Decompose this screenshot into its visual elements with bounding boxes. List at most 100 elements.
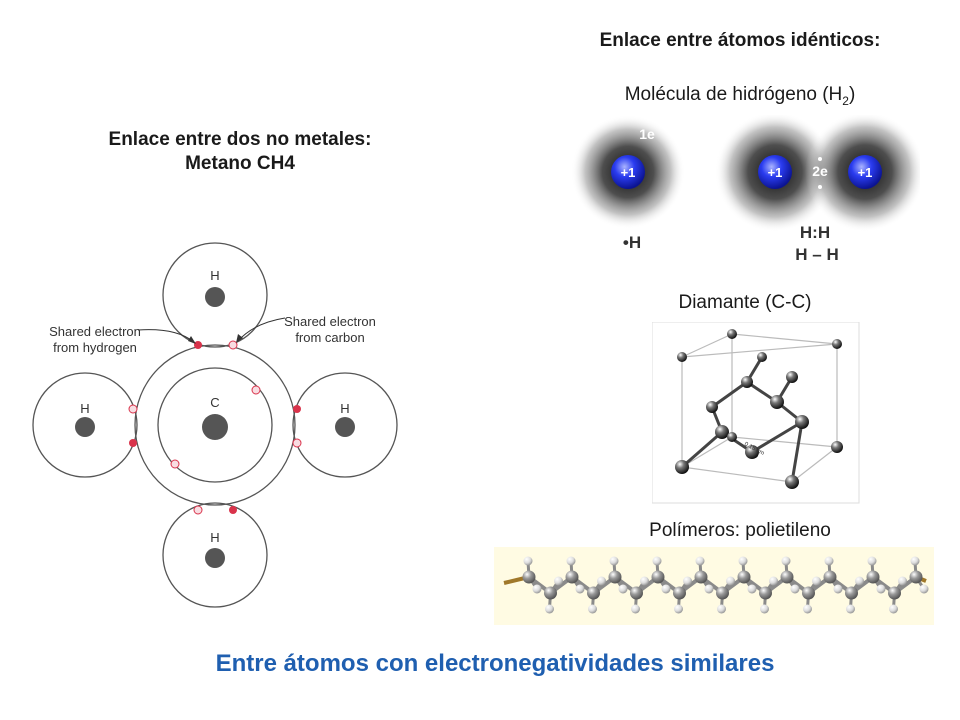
hydrogen-atom: [803, 604, 812, 614]
hydrogen-atom: [747, 584, 757, 594]
hydrogen-atom: [640, 576, 649, 586]
electron-h-bottom: [229, 506, 237, 514]
cube-edge: [731, 436, 838, 448]
carbon-atom: [845, 586, 858, 600]
h-left-shell: [32, 372, 138, 478]
carbon-atom: [716, 586, 729, 600]
label-shared-h-line1: Shared electron: [49, 324, 141, 339]
c-label: C: [210, 395, 219, 410]
carbon-atom: [715, 425, 729, 439]
diamond-frame: [652, 322, 860, 504]
hydrogen-atom: [717, 604, 726, 614]
cc-bond: [681, 430, 723, 469]
h2-charge-left: +1: [768, 165, 783, 180]
carbon-atom: [780, 570, 794, 584]
cube-edge: [681, 343, 838, 358]
h-right-shell: [292, 372, 398, 478]
methane-title-line1: Enlace entre dos no metales:: [108, 129, 372, 150]
carbon-atom: [675, 460, 689, 474]
carbon-atom: [565, 570, 579, 584]
hydrogen-atom: [846, 604, 855, 614]
label-shared-c-line2: from carbon: [295, 330, 364, 345]
h-top-nucleus: [205, 287, 225, 307]
hydrogen-atom: [661, 584, 671, 594]
h-top-shell: [162, 242, 268, 348]
h-bottom-label: H: [210, 530, 219, 545]
electron-c-bottom: [193, 505, 203, 515]
h2-charge-right: +1: [858, 165, 873, 180]
hydrogen-atom: [876, 584, 886, 594]
h-left-nucleus: [75, 417, 95, 437]
carbon-atom: [651, 570, 665, 584]
electron-c-inner-1: [251, 385, 261, 395]
diamond-structure: 0.15 nm: [652, 322, 860, 504]
cube-edge: [681, 466, 793, 483]
h2-caption-suffix: ): [848, 84, 856, 105]
carbon-atom: [770, 395, 784, 409]
h-bottom-shell: [162, 502, 268, 608]
carbon-atom: [759, 586, 772, 600]
hydrogen-atom: [726, 576, 735, 586]
footer-conclusion: Entre átomos con electronegatividades si…: [215, 650, 775, 677]
h2-nucleus-right: [848, 155, 882, 189]
h2-caption-sub: 2: [842, 93, 849, 108]
electron-c-right: [292, 438, 302, 448]
hydrogen-atom: [889, 604, 898, 614]
hydrogen-atom: [618, 584, 628, 594]
hydrogen-atom: [769, 576, 778, 586]
carbon-atom: [706, 401, 718, 413]
carbon-atom: [832, 339, 842, 349]
methane-title: Enlace entre dos no metales: Metano CH4: [40, 128, 440, 176]
two-electron-label: 2e: [812, 163, 828, 179]
shared-electron-dot-2: [818, 185, 822, 189]
carbon-atom: [544, 586, 557, 600]
h2-nucleus-left: [758, 155, 792, 189]
carbon-atom: [522, 570, 536, 584]
carbon-atom: [823, 570, 837, 584]
label-shared-c-line1: Shared electron: [284, 314, 376, 329]
hydrogen-atom: [695, 556, 705, 566]
identical-atoms-title: Enlace entre átomos idénticos:: [599, 30, 881, 51]
carbon-atom: [677, 352, 687, 362]
cube-edge: [681, 333, 733, 358]
h-atom-nucleus: [611, 155, 645, 189]
h-right-label: H: [340, 401, 349, 416]
h2-caption: Molécula de hidrógeno (H2): [540, 84, 940, 108]
hydrogen-atom: [919, 584, 929, 594]
hydrogen-atom: [910, 556, 920, 566]
carbon-atom: [587, 586, 600, 600]
h-top-label: H: [210, 268, 219, 283]
hydrogen-atom: [738, 556, 748, 566]
electron-c-inner-2: [170, 459, 180, 469]
hydrogen-atom: [545, 604, 554, 614]
hydrogen-atom: [597, 576, 606, 586]
arrowhead-shared-c: [236, 334, 243, 343]
carbon-atom: [831, 441, 843, 453]
hydrogen-atom: [867, 556, 877, 566]
carbon-atom: [795, 415, 809, 429]
electron-c-top: [228, 340, 238, 350]
carbon-atom: [745, 445, 759, 459]
h-right-nucleus: [335, 417, 355, 437]
hydrogen-atom: [575, 584, 585, 594]
electron-h-left: [129, 439, 137, 447]
carbon-atom: [727, 329, 737, 339]
arrow-shared-h: [137, 329, 195, 343]
hydrogen-atom: [523, 556, 533, 566]
carbon-atom: [737, 570, 751, 584]
hydrogen-atom: [781, 556, 791, 566]
h-atom-charge: +1: [621, 165, 636, 180]
carbon-atom: [741, 376, 753, 388]
hydrogen-atom: [609, 556, 619, 566]
carbon-atom: [694, 570, 708, 584]
hydrogen-atom: [674, 604, 683, 614]
carbon-atom: [866, 570, 880, 584]
electron-h-top: [194, 341, 202, 349]
h-left-label: H: [80, 401, 89, 416]
cc-bond: [711, 380, 748, 409]
hydrogen-atom: [704, 584, 714, 594]
carbon-atom: [630, 586, 643, 600]
c-outer-shell: [134, 344, 296, 506]
one-electron-label: 1e: [639, 126, 655, 142]
diamond-caption: Diamante (C-C): [678, 292, 812, 313]
